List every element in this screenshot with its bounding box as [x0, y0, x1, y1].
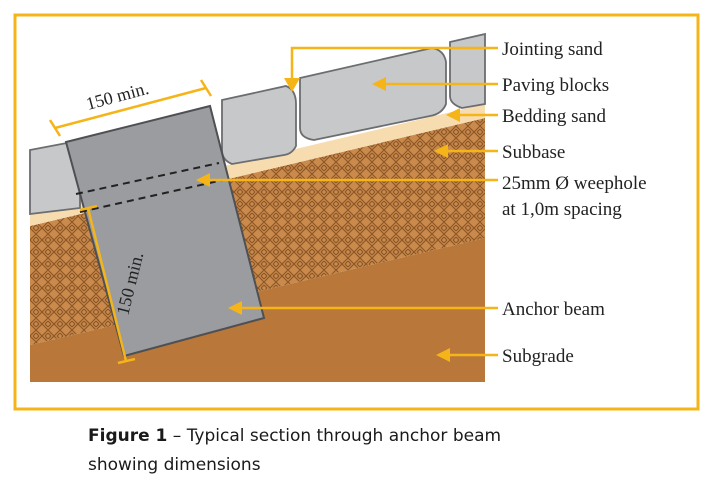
paving-blocks	[29, 32, 486, 216]
paving-blocks-arrow-icon	[372, 77, 386, 91]
anchor-beam-arrow-icon	[228, 301, 242, 315]
label-jointing-sand: Jointing sand	[502, 39, 603, 60]
label-subgrade: Subgrade	[502, 346, 574, 367]
label-bedding-sand: Bedding sand	[502, 106, 606, 127]
leader-arrowheads	[196, 77, 460, 362]
subbase-arrow-icon	[434, 144, 448, 158]
subgrade-arrow-icon	[436, 348, 450, 362]
caption-line2: showing dimensions	[88, 455, 261, 475]
label-weephole-line1: 25mm Ø weephole	[502, 173, 647, 194]
dimension-side	[79, 204, 136, 365]
anchor-beam	[64, 104, 266, 358]
leader-lines	[207, 46, 498, 357]
jointing-sand-arrow-icon	[284, 78, 300, 92]
label-subbase: Subbase	[502, 142, 565, 163]
label-paving-blocks: Paving blocks	[502, 75, 609, 96]
jointing-sand-leader	[290, 46, 498, 80]
figure-caption: Figure 1 – Typical section through ancho…	[88, 422, 688, 480]
weephole-arrow-icon	[196, 173, 210, 187]
dimension-top	[48, 79, 213, 137]
label-anchor-beam: Anchor beam	[502, 299, 605, 320]
label-weephole-line2: at 1,0m spacing	[502, 199, 622, 220]
caption-line1: Typical section through anchor beam	[186, 426, 502, 446]
weephole	[75, 162, 224, 213]
caption-separator: –	[167, 426, 187, 446]
bedding-sand-arrow-icon	[446, 108, 460, 122]
figure-number: Figure 1	[88, 426, 168, 446]
